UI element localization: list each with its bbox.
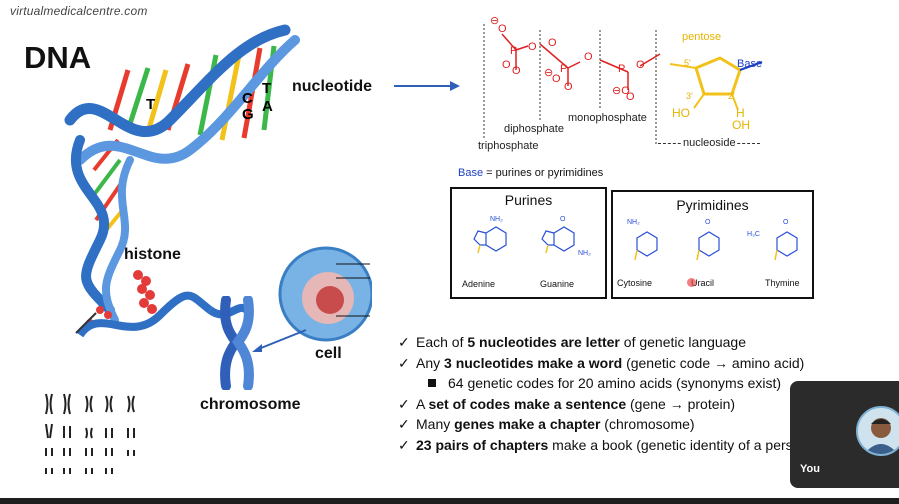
bottom-bar	[0, 498, 899, 504]
pyrimidines-title: Pyrimidines	[676, 197, 749, 213]
check-icon: ✓	[398, 334, 410, 350]
nucleotide-label: nucleotide	[292, 78, 373, 95]
histone-beads	[86, 270, 157, 327]
svg-text:O: O	[783, 219, 789, 226]
pyrimidine-thymine: Thymine	[765, 278, 800, 288]
check-icon: ✓	[398, 395, 410, 412]
pyrimidine-uracil: Uracil	[691, 278, 715, 288]
svg-text:P: P	[618, 63, 625, 75]
svg-text:O: O	[528, 41, 537, 53]
chromosome-shape	[220, 296, 254, 390]
carbon-5-label: 5'	[684, 58, 691, 68]
base-note-base: Base	[458, 167, 484, 179]
pentose-label: pentose	[682, 31, 722, 43]
source-watermark: virtualmedicalcentre.com	[10, 4, 148, 18]
participant-avatar	[856, 406, 899, 456]
svg-text:NH₂: NH₂	[578, 250, 591, 257]
base-note: Base = purines or pyrimidines	[458, 167, 603, 179]
diphosphate-label: diphosphate	[504, 123, 564, 135]
cell-illustration	[278, 246, 372, 342]
purine-guanine: Guanine	[540, 279, 575, 289]
carbon-3-label: 3'	[686, 91, 693, 101]
participant-face-icon	[864, 418, 898, 454]
diagram-base-label: Base	[737, 58, 763, 70]
svg-text:⊖O: ⊖O	[612, 85, 630, 97]
bullet-row-1: ✓Each of 5 nucleotides are letter of gen…	[398, 334, 746, 350]
pyrimidine-cytosine: Cytosine	[617, 278, 653, 288]
svg-text:O: O	[564, 81, 573, 93]
oh-label: OH	[732, 118, 750, 132]
check-icon: ✓	[398, 436, 410, 453]
svg-text:O: O	[502, 59, 511, 71]
svg-text:O: O	[548, 37, 557, 49]
triphosphate-label: triphosphate	[478, 140, 539, 152]
base-note-text: = purines or pyrimidines	[483, 167, 604, 179]
dna-helix-illustration	[64, 24, 300, 324]
purines-box: Purines NH₂ O NH₂ Adenine Guanine	[450, 187, 607, 299]
pentose-ring	[669, 56, 763, 111]
ho-label: HO	[672, 106, 690, 120]
cell-pointer-arrow	[252, 329, 307, 352]
bullet-row-2-sub: 64 genetic codes for 20 amino acids (syn…	[398, 375, 818, 396]
check-icon: ✓	[398, 354, 410, 371]
svg-text:P: P	[560, 63, 567, 75]
bullet-list: ✓Each of 5 nucleotides are letter of gen…	[398, 334, 818, 457]
nucleotide-arrow	[394, 81, 460, 91]
svg-text:NH₂: NH₂	[490, 216, 503, 223]
purine-adenine: Adenine	[462, 279, 496, 289]
svg-text:O: O	[636, 59, 645, 71]
nucleoside-label: nucleoside	[682, 137, 737, 149]
svg-text:H₃C: H₃C	[747, 231, 760, 238]
pyrimidine-structures: NH₂ O O H₃C	[627, 219, 798, 261]
bullet-row-3: ✓A set of codes make a sentence (gene → …	[398, 395, 736, 412]
karyotype-illustration	[45, 393, 135, 474]
cell-label: cell	[315, 345, 342, 362]
slide-title: DNA	[24, 40, 92, 75]
laser-pointer-dot	[687, 278, 696, 287]
base-letter-a: A	[262, 98, 273, 115]
svg-text:O: O	[552, 73, 561, 85]
base-letter-t2: T	[262, 80, 272, 97]
base-letter-t1: T	[146, 96, 156, 113]
svg-text:O: O	[498, 23, 507, 35]
base-letter-c: C	[242, 90, 253, 107]
svg-text:O: O	[584, 51, 593, 63]
carbon-2-label: 2'	[728, 91, 735, 101]
svg-text:NH₂: NH₂	[627, 219, 640, 226]
svg-text:O: O	[626, 91, 635, 103]
svg-text:O: O	[560, 216, 566, 223]
h-label: H	[736, 106, 745, 120]
monophosphate-label: monophosphate	[568, 112, 647, 124]
svg-text:P: P	[510, 45, 517, 57]
purines-title: Purines	[504, 192, 553, 208]
self-video-tile[interactable]: You	[790, 381, 899, 488]
purine-structures: NH₂ O NH₂	[473, 216, 591, 257]
self-video-label: You	[800, 463, 820, 475]
svg-text:⊖: ⊖	[490, 15, 499, 27]
chromatin-illustration	[75, 270, 254, 338]
base-letter-g: G	[242, 106, 254, 123]
pyrimidines-box: Pyrimidines NH₂ O O H₃C Cytosine Uracil Thy…	[611, 190, 814, 299]
bullet-row-4: ✓Many genes make a chapter (chromosome)	[398, 416, 695, 432]
bullet-row-2: ✓Any 3 nucleotides make a word (genetic …	[398, 354, 805, 371]
svg-text:O: O	[512, 65, 521, 77]
svg-text:⊖: ⊖	[544, 67, 553, 79]
svg-text:O: O	[705, 219, 711, 226]
check-icon: ✓	[398, 416, 410, 432]
chromosome-label: chromosome	[200, 396, 301, 413]
histone-label: histone	[124, 246, 181, 263]
square-bullet-icon	[428, 379, 436, 387]
bullet-row-5: ✓23 pairs of chapters make a book (genet…	[398, 436, 813, 453]
